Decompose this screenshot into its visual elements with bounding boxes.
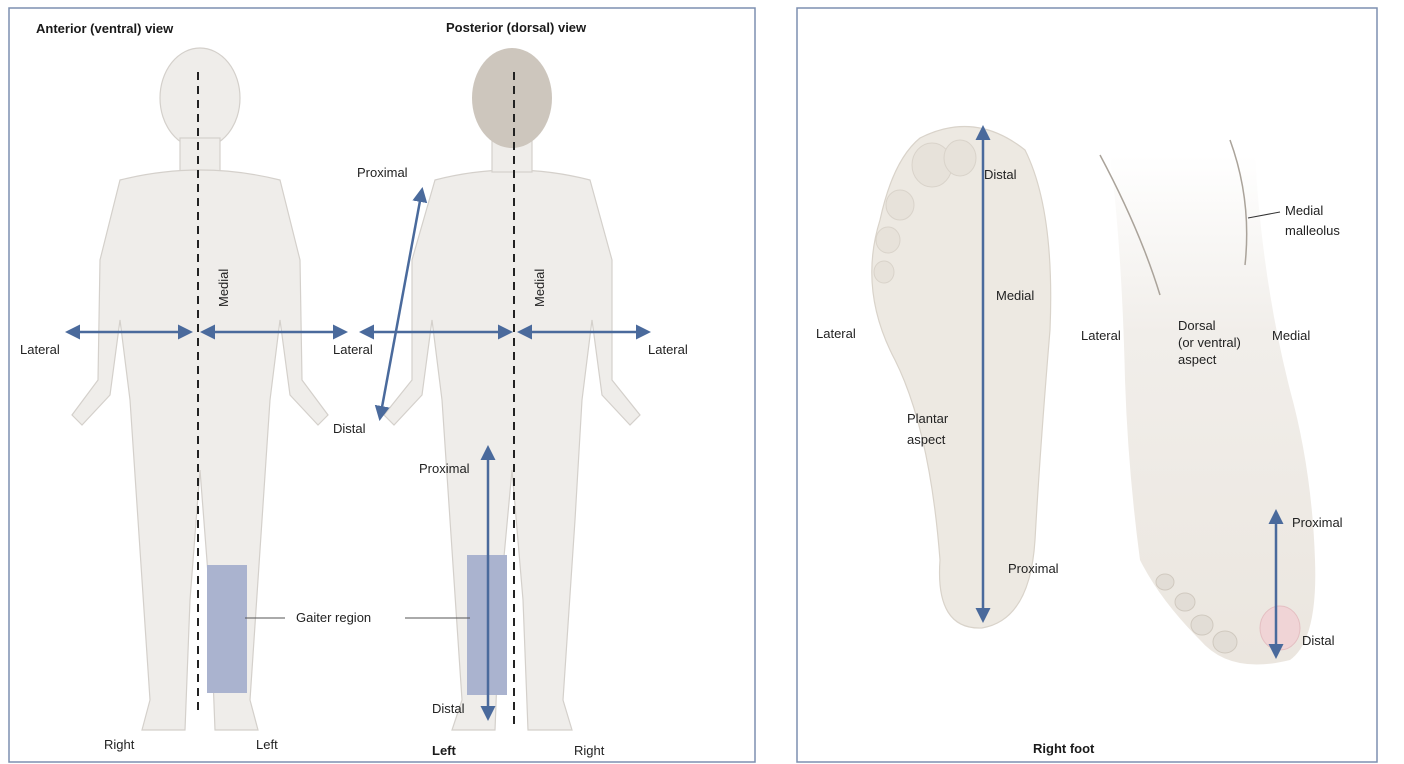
toe-distal-label: Distal <box>1302 633 1335 648</box>
gaiter-region-label: Gaiter region <box>296 610 371 625</box>
posterior-left-label: Left <box>432 743 457 758</box>
plantar-distal-label: Distal <box>984 167 1017 182</box>
plantar-aspect-label-line2: aspect <box>907 432 946 447</box>
anterior-lateral-left-label: Lateral <box>20 342 60 357</box>
dorsal-lateral-label: Lateral <box>1081 328 1121 343</box>
right-foot-title: Right foot <box>1033 741 1095 756</box>
left-panel-frame <box>9 8 755 762</box>
arm-proximal-label: Proximal <box>357 165 408 180</box>
plantar-proximal-label: Proximal <box>1008 561 1059 576</box>
anterior-left-label: Left <box>256 737 278 752</box>
dorsal-aspect-label-line3: aspect <box>1178 352 1217 367</box>
malleolus-label-line1: Medial <box>1285 203 1323 218</box>
plantar-lateral-label: Lateral <box>816 326 856 341</box>
posterior-lateral-right-label: Lateral <box>648 342 688 357</box>
posterior-right-label: Right <box>574 743 605 758</box>
plantar-foot <box>872 126 1051 628</box>
dorsal-aspect-label-line1: Dorsal <box>1178 318 1216 333</box>
leg-distal-label: Distal <box>432 701 465 716</box>
dorsal-foot <box>1100 140 1315 665</box>
anterior-lateral-right-label: Lateral <box>333 342 373 357</box>
posterior-medial-label: Medial <box>532 269 547 307</box>
plantar-aspect-label-line1: Plantar <box>907 411 949 426</box>
arm-distal-label: Distal <box>333 421 366 436</box>
anterior-figure <box>72 48 328 730</box>
leg-proximal-label: Proximal <box>419 461 470 476</box>
posterior-title: Posterior (dorsal) view <box>446 20 587 35</box>
posterior-figure <box>384 138 640 730</box>
dorsal-medial-label: Medial <box>1272 328 1310 343</box>
posterior-head <box>472 48 552 148</box>
anterior-title: Anterior (ventral) view <box>36 21 174 36</box>
toe-proximal-label: Proximal <box>1292 515 1343 530</box>
malleolus-label-line2: malleolus <box>1285 223 1340 238</box>
anterior-medial-label: Medial <box>216 269 231 307</box>
dorsal-aspect-label-line2: (or ventral) <box>1178 335 1241 350</box>
plantar-medial-label: Medial <box>996 288 1034 303</box>
anterior-right-label: Right <box>104 737 135 752</box>
anterior-gaiter-region <box>207 565 247 693</box>
